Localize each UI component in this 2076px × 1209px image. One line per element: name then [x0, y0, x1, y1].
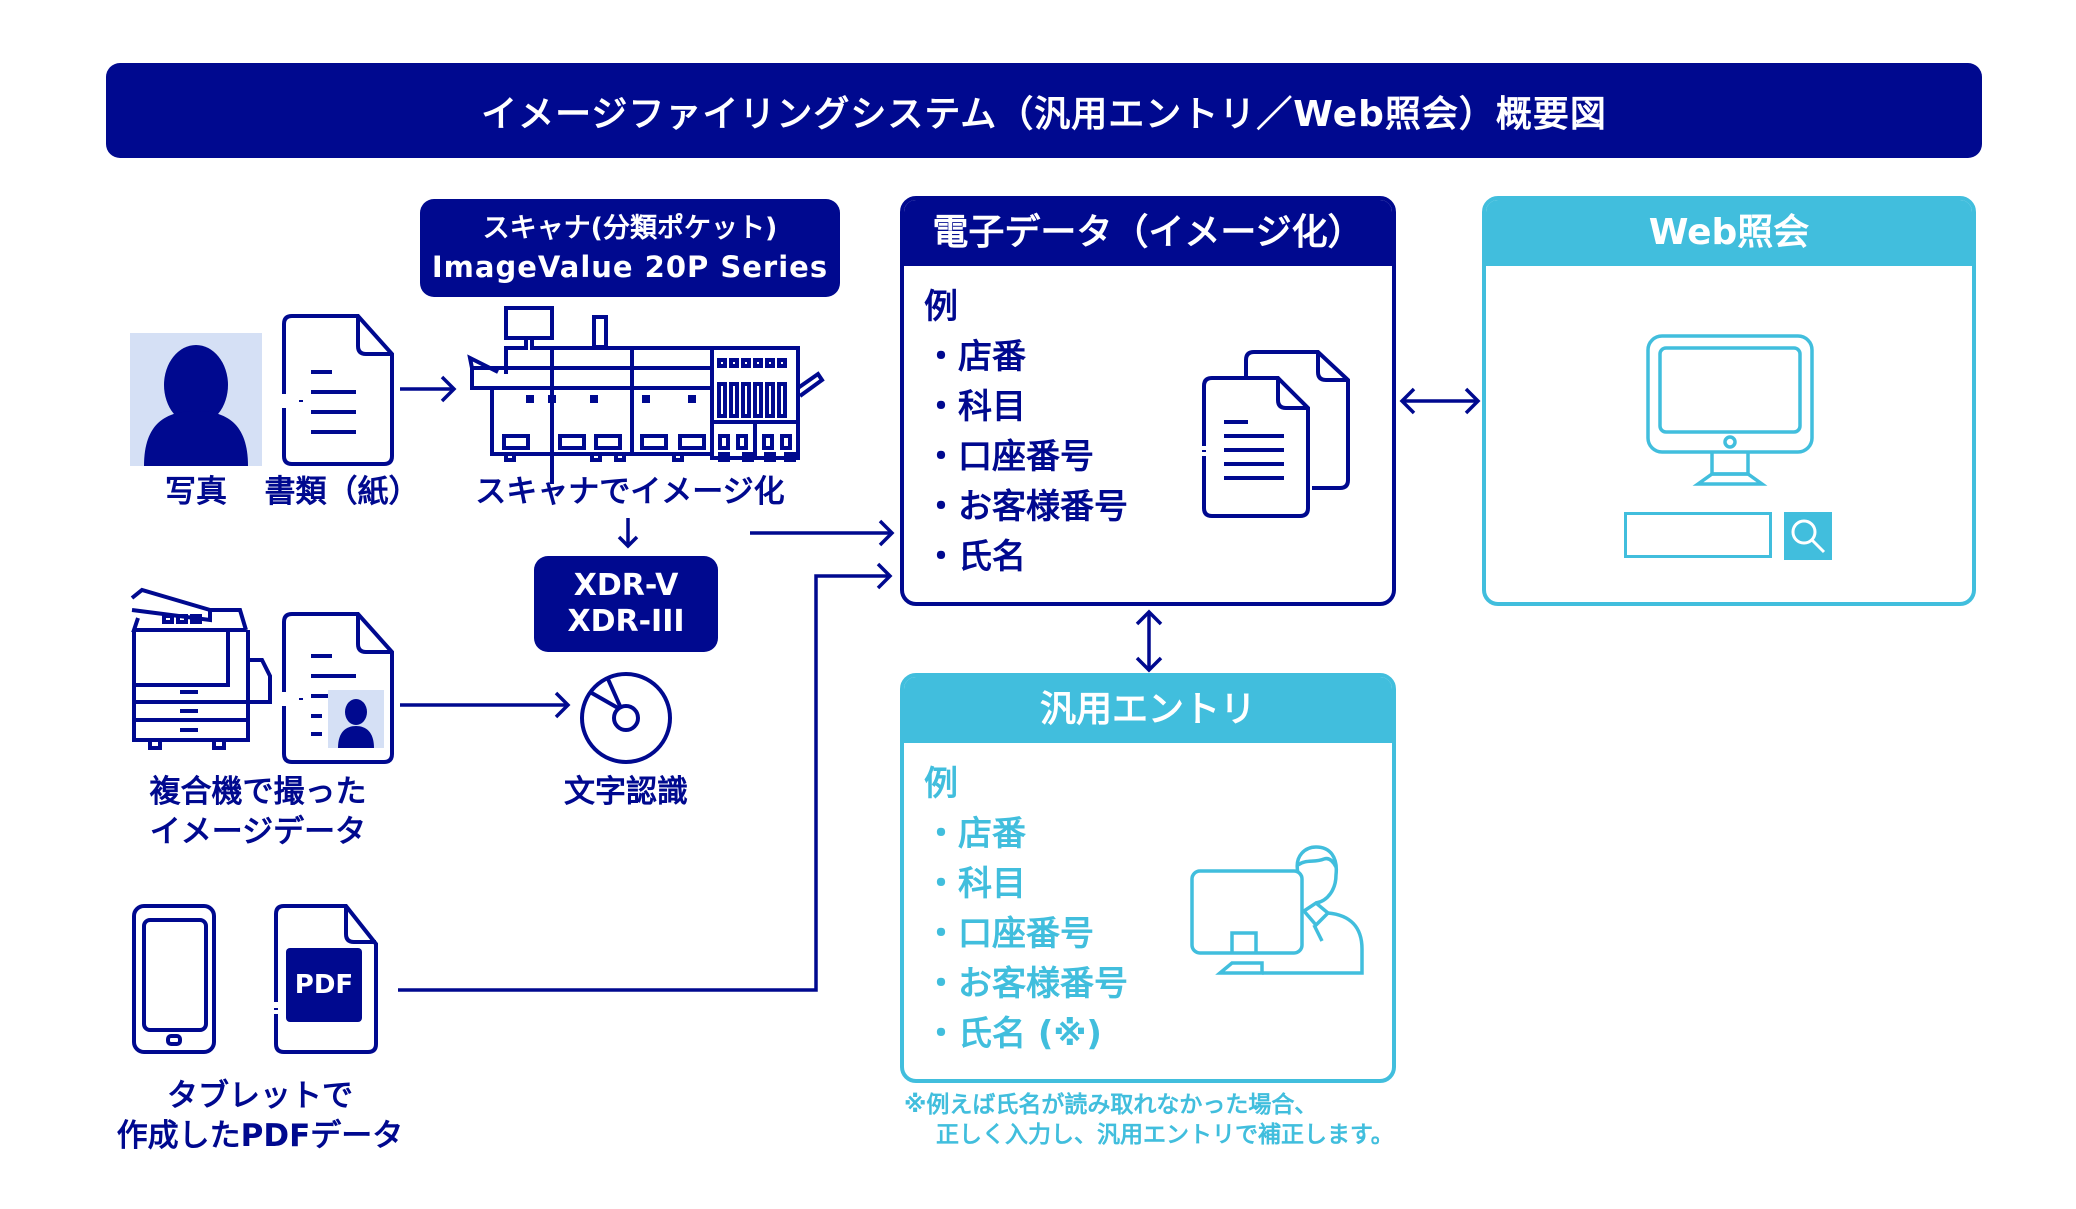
- scanner-label: スキャナでイメージ化: [475, 474, 785, 510]
- general-entry-panel: 汎用エントリ 例 店番 科目 口座番号 お客様番号 氏名 (※): [900, 673, 1396, 1083]
- search-input[interactable]: [1624, 512, 1772, 558]
- search-button[interactable]: [1784, 512, 1832, 560]
- search-icon: [1791, 519, 1826, 554]
- bidirectional-arrow-vertical: [1135, 609, 1163, 673]
- mfp-label: 複合機で撮った イメージデータ: [108, 772, 408, 852]
- example-item: 口座番号: [924, 909, 1128, 959]
- example-item: 口座番号: [924, 432, 1128, 482]
- disc-icon: [578, 670, 674, 766]
- operator-at-computer-icon: [1190, 845, 1370, 975]
- example-item: 科目: [924, 382, 1128, 432]
- scanner-badge-line1: スキャナ(分類ポケット): [482, 213, 778, 244]
- arrow-scanner-to-electronic-data: [750, 519, 895, 547]
- example-item: お客様番号: [924, 482, 1128, 532]
- diagram-title-bar: イメージファイリングシステム（汎用エントリ／Web照会）概要図: [106, 63, 1982, 158]
- multifunction-printer-icon: [128, 587, 276, 756]
- bidirectional-arrow-horizontal: [1399, 387, 1481, 415]
- connector-ocr-and-pdf-to-electronic-data: [398, 562, 893, 992]
- document-icon: [282, 314, 394, 466]
- production-scanner-icon: [467, 304, 825, 484]
- pdf-badge-text: PDF: [294, 970, 354, 1000]
- example-item: 店番: [924, 332, 1128, 382]
- electronic-data-examples: 例 店番 科目 口座番号 お客様番号 氏名: [924, 282, 1128, 582]
- ocr-badge-line1: XDR-V: [573, 568, 679, 603]
- pdf-document-icon: PDF: [226, 904, 396, 1056]
- photo-label: 写真: [165, 474, 227, 510]
- arrow-scanner-to-ocr: [617, 518, 639, 549]
- id-document-icon: [282, 612, 394, 764]
- ocr-label: 文字認識: [564, 774, 688, 810]
- monitor-icon: [1646, 334, 1816, 486]
- diagram-title: イメージファイリングシステム（汎用エントリ／Web照会）概要図: [481, 93, 1607, 135]
- example-item: 科目: [924, 859, 1128, 909]
- electronic-data-panel: 電子データ（イメージ化） 例 店番 科目 口座番号 お客様番号 氏名: [900, 196, 1396, 606]
- example-item: お客様番号: [924, 959, 1128, 1009]
- tablet-label: タブレットで 作成したPDFデータ: [100, 1076, 420, 1156]
- web-inquiry-panel: Web照会: [1482, 196, 1976, 606]
- web-inquiry-header: Web照会: [1486, 200, 1972, 266]
- footnote-line2: 正しく入力し、汎用エントリで補正します。: [936, 1122, 1394, 1148]
- footnote: ※例えば氏名が読み取れなかった場合、 正しく入力し、汎用エントリで補正します。: [904, 1090, 1424, 1150]
- arrow-mfp-to-ocr: [400, 691, 571, 719]
- example-label: 例: [924, 764, 958, 804]
- electronic-data-header: 電子データ（イメージ化）: [904, 200, 1392, 266]
- footnote-line1: ※例えば氏名が読み取れなかった場合、: [904, 1092, 1318, 1118]
- example-label: 例: [924, 287, 958, 327]
- mfp-label-line2: イメージデータ: [149, 814, 367, 850]
- documents-stack-icon: [1202, 350, 1352, 520]
- general-entry-examples: 例 店番 科目 口座番号 お客様番号 氏名 (※): [924, 759, 1128, 1059]
- general-entry-header: 汎用エントリ: [904, 677, 1392, 743]
- ocr-model-badge: XDR-V XDR-III: [534, 556, 718, 652]
- tablet-label-line2: 作成したPDFデータ: [116, 1118, 404, 1154]
- tablet-label-line1: タブレットで: [167, 1078, 353, 1114]
- tablet-icon: [132, 904, 256, 1056]
- arrow-paper-to-scanner: [400, 375, 457, 403]
- scanner-badge-line2: ImageValue 20P Series: [431, 250, 829, 284]
- mfp-label-line1: 複合機で撮った: [149, 774, 367, 810]
- photo-icon: [130, 333, 262, 466]
- example-item: 氏名: [924, 532, 1128, 582]
- example-item: 氏名 (※): [924, 1009, 1128, 1059]
- paper-label: 書類（紙）: [264, 474, 420, 510]
- ocr-badge-line2: XDR-III: [567, 604, 685, 639]
- example-item: 店番: [924, 809, 1128, 859]
- scanner-model-badge: スキャナ(分類ポケット) ImageValue 20P Series: [420, 199, 840, 297]
